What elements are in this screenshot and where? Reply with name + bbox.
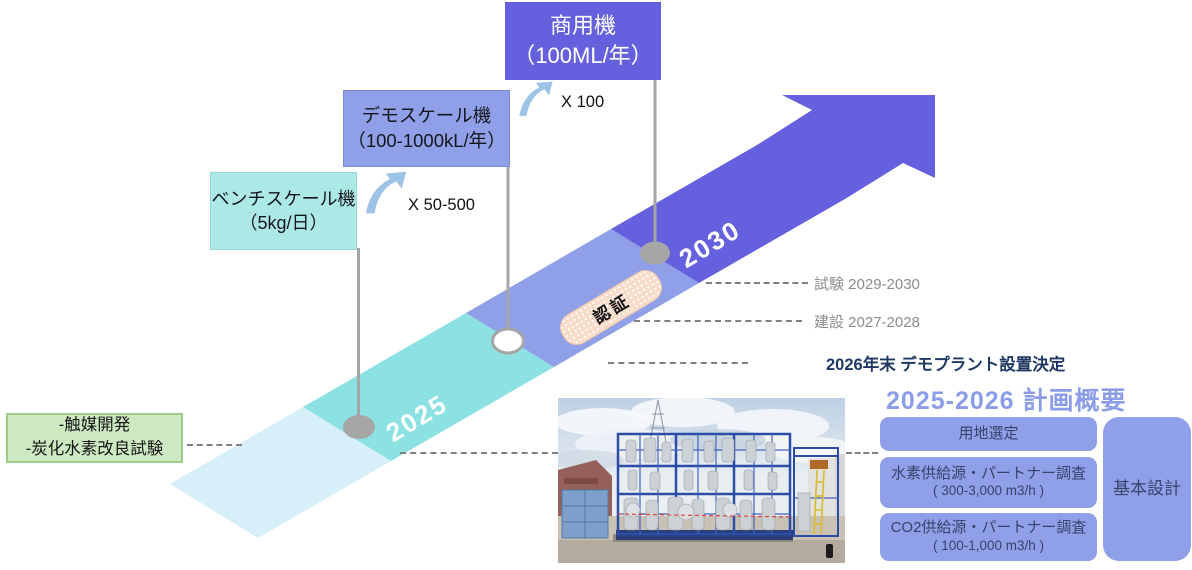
milestone-pin-commercial [640, 79, 670, 265]
lab-activities-box: -触媒開発 -炭化水素改良試験 [6, 413, 183, 463]
demo-title: デモスケール機 [361, 104, 492, 126]
connector-construction [634, 320, 802, 322]
milestone-pin-bench [343, 248, 375, 439]
photo-main-structure [616, 432, 793, 540]
commercial-capacity: （100ML/年） [513, 43, 653, 68]
demo-capacity: （100-1000kL/年） [347, 129, 506, 151]
milestone-construction: 建設 2027-2028 [814, 314, 920, 331]
plan-item-label: 用地選定 [958, 424, 1019, 442]
milestone-test: 試験 2029-2030 [814, 276, 920, 293]
ramp-segment-lab [170, 407, 391, 538]
photo-pallets [561, 489, 609, 539]
plan-item-range: ( 100-1,000 m3/h ) [932, 537, 1045, 553]
photo-side-unit [793, 447, 839, 537]
photo-bollard [826, 544, 833, 558]
scale-factor-bench-demo: X 50-500 [408, 196, 475, 214]
commercial-title: 商用機 [549, 13, 616, 39]
commercial-stage-box: 商用機 （100ML/年） [505, 2, 661, 80]
lab-activity-1: -触媒開発 [58, 416, 131, 435]
bench-title: ベンチスケール機 [211, 188, 356, 209]
connector-decision [608, 362, 748, 364]
lab-activity-2: -炭化水素改良試験 [25, 440, 164, 458]
connector-test [706, 282, 808, 284]
bench-stage-box: ベンチスケール機 （5kg/日） [210, 172, 357, 250]
plan-item-site-selection: 用地選定 [880, 417, 1097, 451]
plan-item-label: 水素供給源・パートナー調査 [890, 464, 1086, 482]
scale-factor-demo-commercial: X 100 [561, 93, 605, 111]
plan-basic-design-box: 基本設計 [1103, 417, 1191, 561]
plan-item-hydrogen-survey: 水素供給源・パートナー調査 ( 300-3,000 m3/h ) [880, 457, 1097, 508]
scaleup-arrow-icon [518, 80, 555, 117]
plan-item-label: CO2供給源・パートナー調査 [890, 519, 1087, 537]
plan-heading: 2025-2026 計画概要 [886, 387, 1127, 415]
plan-item-co2-survey: CO2供給源・パートナー調査 ( 100-1,000 m3/h ) [880, 513, 1097, 561]
milestone-pin-demo [491, 166, 525, 355]
plan-item-range: ( 300-3,000 m3/h ) [932, 483, 1045, 499]
demo-plant-photo [558, 398, 845, 563]
ramp-segment-cert [466, 229, 699, 367]
demo-stage-box: デモスケール機 （100-1000kL/年） [343, 90, 510, 167]
bench-capacity: （5kg/日） [239, 213, 328, 233]
ramp-segment-2030-arrowhead [611, 95, 935, 283]
milestone-decision: 2026年末 デモプラント設置決定 [826, 356, 1066, 374]
connector-ramp-photo [400, 452, 558, 454]
plan-side-label: 基本設計 [1113, 479, 1181, 499]
connector-lab-ramp [187, 444, 242, 446]
scaleup-arrow-icon [364, 170, 408, 215]
connector-photo-plan [846, 452, 878, 454]
